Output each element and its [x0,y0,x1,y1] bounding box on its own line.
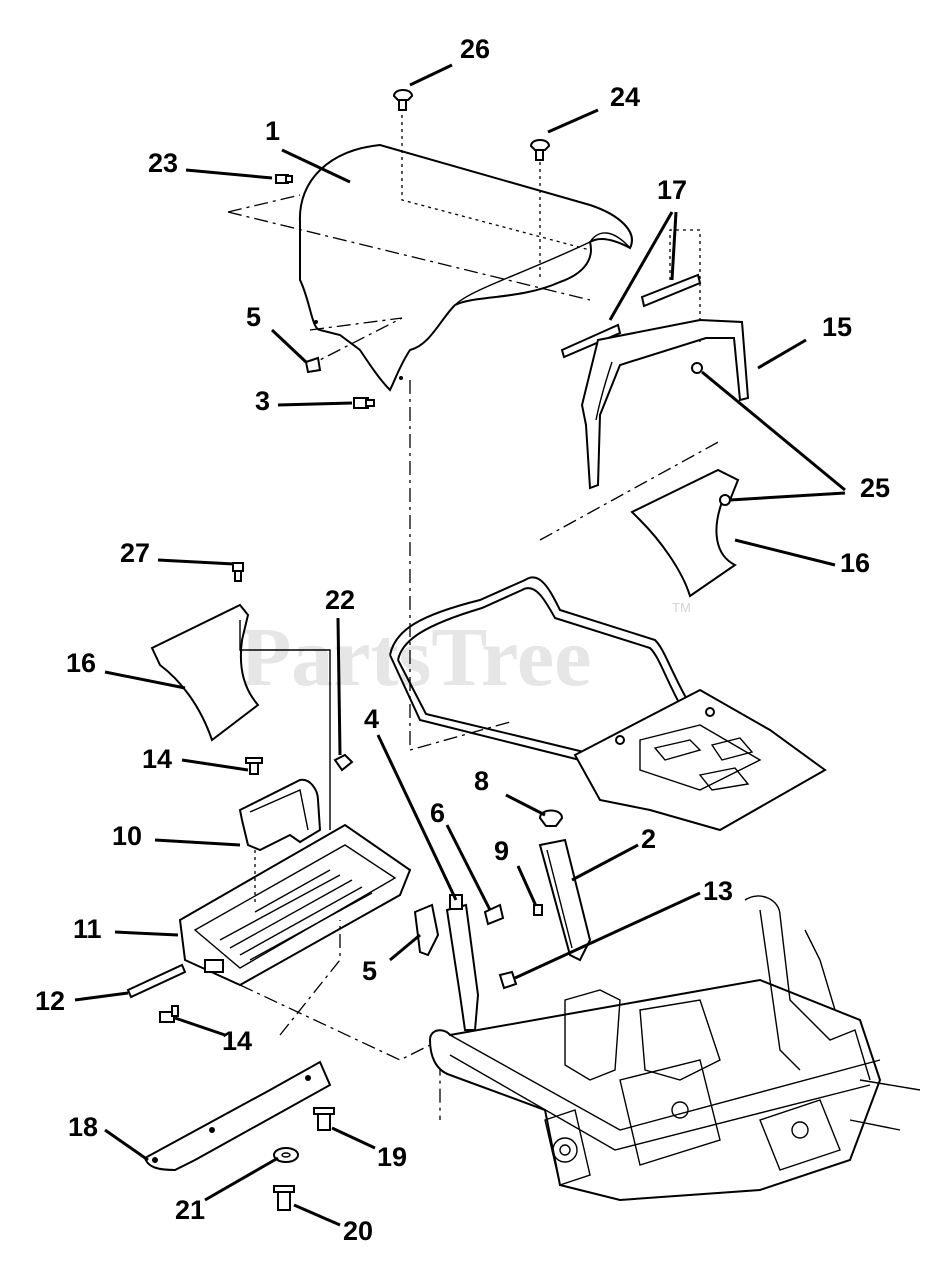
vertical-mounting-line [409,380,511,751]
callout-21: 21 [175,1195,205,1225]
part-1-fender-cover [298,143,633,392]
callout-8: 8 [474,766,489,796]
callout-22: 22 [325,585,355,615]
part-6-pin [483,903,505,926]
part-21-washer [273,1147,299,1163]
part-20-bolt [273,1185,295,1211]
part-19-bolt [313,1107,335,1131]
watermark-trademark: TM [672,600,691,615]
callout-labels: 26 24 1 23 17 15 5 3 25 16 27 22 16 4 14… [35,34,890,1246]
part-16-right-shield [630,468,740,598]
callout-10: 10 [112,821,142,851]
part-10-guard [238,778,322,852]
callout-13: 13 [703,876,733,906]
callout-15: 15 [822,312,852,342]
callout-27: 27 [120,538,150,568]
leader-lines [74,63,846,1227]
part-22-nut [333,753,354,772]
callout-24: 24 [610,82,640,112]
part-26-bolt [392,89,414,111]
part-1-mounting-lines [227,115,591,366]
callout-5-mid: 5 [362,956,377,986]
callout-5-top: 5 [246,302,261,332]
tractor-frame [428,895,921,1202]
part-17-strips [539,229,723,541]
part-23-screw [275,174,293,184]
part-12-bolt [126,963,187,999]
callout-18: 18 [68,1112,98,1142]
callout-26: 26 [460,34,490,64]
callout-4: 4 [364,704,379,734]
part-3-screw [353,397,375,409]
part-5-clip-mid [413,903,440,957]
callout-25: 25 [860,473,890,503]
callout-6: 6 [430,798,445,828]
callout-23: 23 [148,148,178,178]
watermark-text: PartsTree [240,611,591,704]
part-24-bolt [529,139,551,161]
callout-12: 12 [35,986,65,1016]
part-2-lever [538,838,592,962]
part-27-screw [232,562,244,582]
callout-17: 17 [657,175,687,205]
part-9-screw [533,904,543,916]
part-11-tray [178,823,441,1120]
part-15-bracket [580,318,750,490]
part-4-lever [445,894,480,1031]
part-13-nut [498,970,518,990]
part-5-clip-top [304,356,322,374]
callout-3: 3 [255,386,270,416]
callout-16-right: 16 [840,548,870,578]
callout-2: 2 [641,824,656,854]
callout-16-left: 16 [66,648,96,678]
part-18-skid-bracket [143,920,341,1172]
callout-9: 9 [494,836,509,866]
callout-14-top: 14 [142,744,172,774]
callout-19: 19 [377,1142,407,1172]
callout-11: 11 [73,914,102,944]
callout-20: 20 [343,1216,373,1246]
callout-1: 1 [265,116,280,146]
callout-14-bottom: 14 [222,1026,252,1056]
part-14-screw-top [245,757,263,775]
deck-frame [389,576,827,832]
part-14-screw-bottom [159,1005,179,1023]
